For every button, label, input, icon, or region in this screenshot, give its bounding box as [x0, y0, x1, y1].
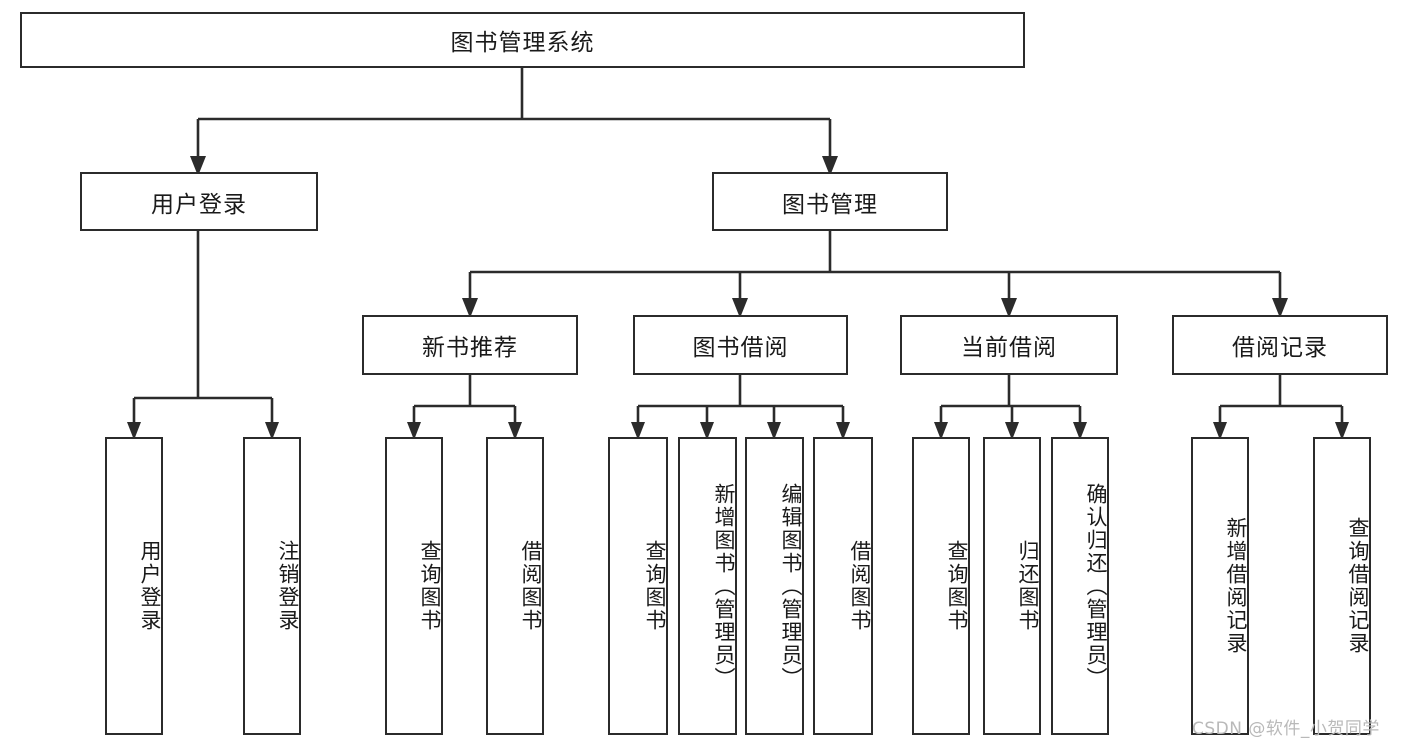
node-label: 查询借阅记录: [1346, 517, 1370, 655]
node-root-system[interactable]: 图书管理系统: [20, 12, 1025, 68]
node-label: 归还图书: [1016, 540, 1040, 632]
node-label: 新书推荐: [422, 335, 518, 361]
node-book-management[interactable]: 图书管理: [712, 172, 948, 231]
leaf-query-borrow-record[interactable]: 查询借阅记录: [1313, 437, 1371, 735]
leaf-borrow-books-newbook[interactable]: 借阅图书: [486, 437, 544, 735]
leaf-logout[interactable]: 注销登录: [243, 437, 301, 735]
node-label: 图书管理系统: [450, 30, 595, 56]
node-label: 图书管理: [782, 191, 878, 218]
node-book-borrow[interactable]: 图书借阅: [633, 315, 848, 375]
node-label: 查询图书: [945, 540, 969, 632]
leaf-add-book-admin[interactable]: 新增图书（管理员）: [678, 437, 737, 735]
node-borrow-records[interactable]: 借阅记录: [1172, 315, 1388, 375]
node-label: 新增借阅记录: [1224, 517, 1248, 655]
node-label: 注销登录: [276, 540, 300, 632]
leaf-return-books[interactable]: 归还图书: [983, 437, 1041, 735]
node-label: 借阅图书: [848, 540, 872, 632]
node-label: 借阅记录: [1232, 335, 1328, 361]
leaf-user-login[interactable]: 用户登录: [105, 437, 163, 735]
node-label: 查询图书: [643, 540, 667, 632]
node-new-book-recommend[interactable]: 新书推荐: [362, 315, 578, 375]
node-user-login[interactable]: 用户登录: [80, 172, 318, 231]
leaf-query-books-current[interactable]: 查询图书: [912, 437, 970, 735]
leaf-confirm-return-admin[interactable]: 确认归还（管理员）: [1051, 437, 1109, 735]
node-label: 查询图书: [418, 540, 442, 632]
node-label: 当前借阅: [961, 335, 1057, 361]
node-label: 图书借阅: [692, 335, 789, 361]
node-label: 新增图书（管理员）: [712, 482, 736, 690]
node-label: 借阅图书: [519, 540, 543, 632]
csdn-watermark: CSDN @软件_小贺同学: [1192, 719, 1380, 739]
leaf-borrow-books-borrow[interactable]: 借阅图书: [813, 437, 873, 735]
node-label: 用户登录: [151, 191, 247, 218]
node-current-borrow[interactable]: 当前借阅: [900, 315, 1118, 375]
leaf-edit-book-admin[interactable]: 编辑图书（管理员）: [745, 437, 804, 735]
node-label: 用户登录: [138, 540, 162, 632]
node-label: 编辑图书（管理员）: [779, 482, 803, 690]
leaf-query-books-newbook[interactable]: 查询图书: [385, 437, 443, 735]
leaf-query-books-borrow[interactable]: 查询图书: [608, 437, 668, 735]
leaf-add-borrow-record[interactable]: 新增借阅记录: [1191, 437, 1249, 735]
node-label: 确认归还（管理员）: [1084, 482, 1108, 690]
